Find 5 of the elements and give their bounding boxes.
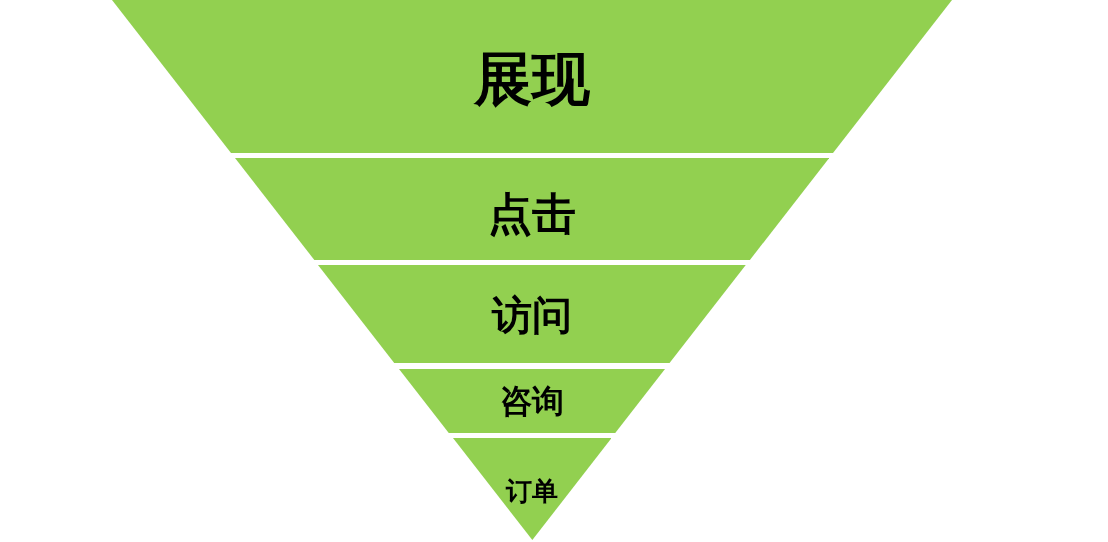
band-label: 访问 — [492, 295, 572, 335]
band-label: 订单 — [506, 478, 558, 504]
band-label: 展现 — [474, 50, 590, 108]
band-label: 咨询 — [500, 385, 564, 417]
band-label: 点击 — [488, 192, 576, 236]
